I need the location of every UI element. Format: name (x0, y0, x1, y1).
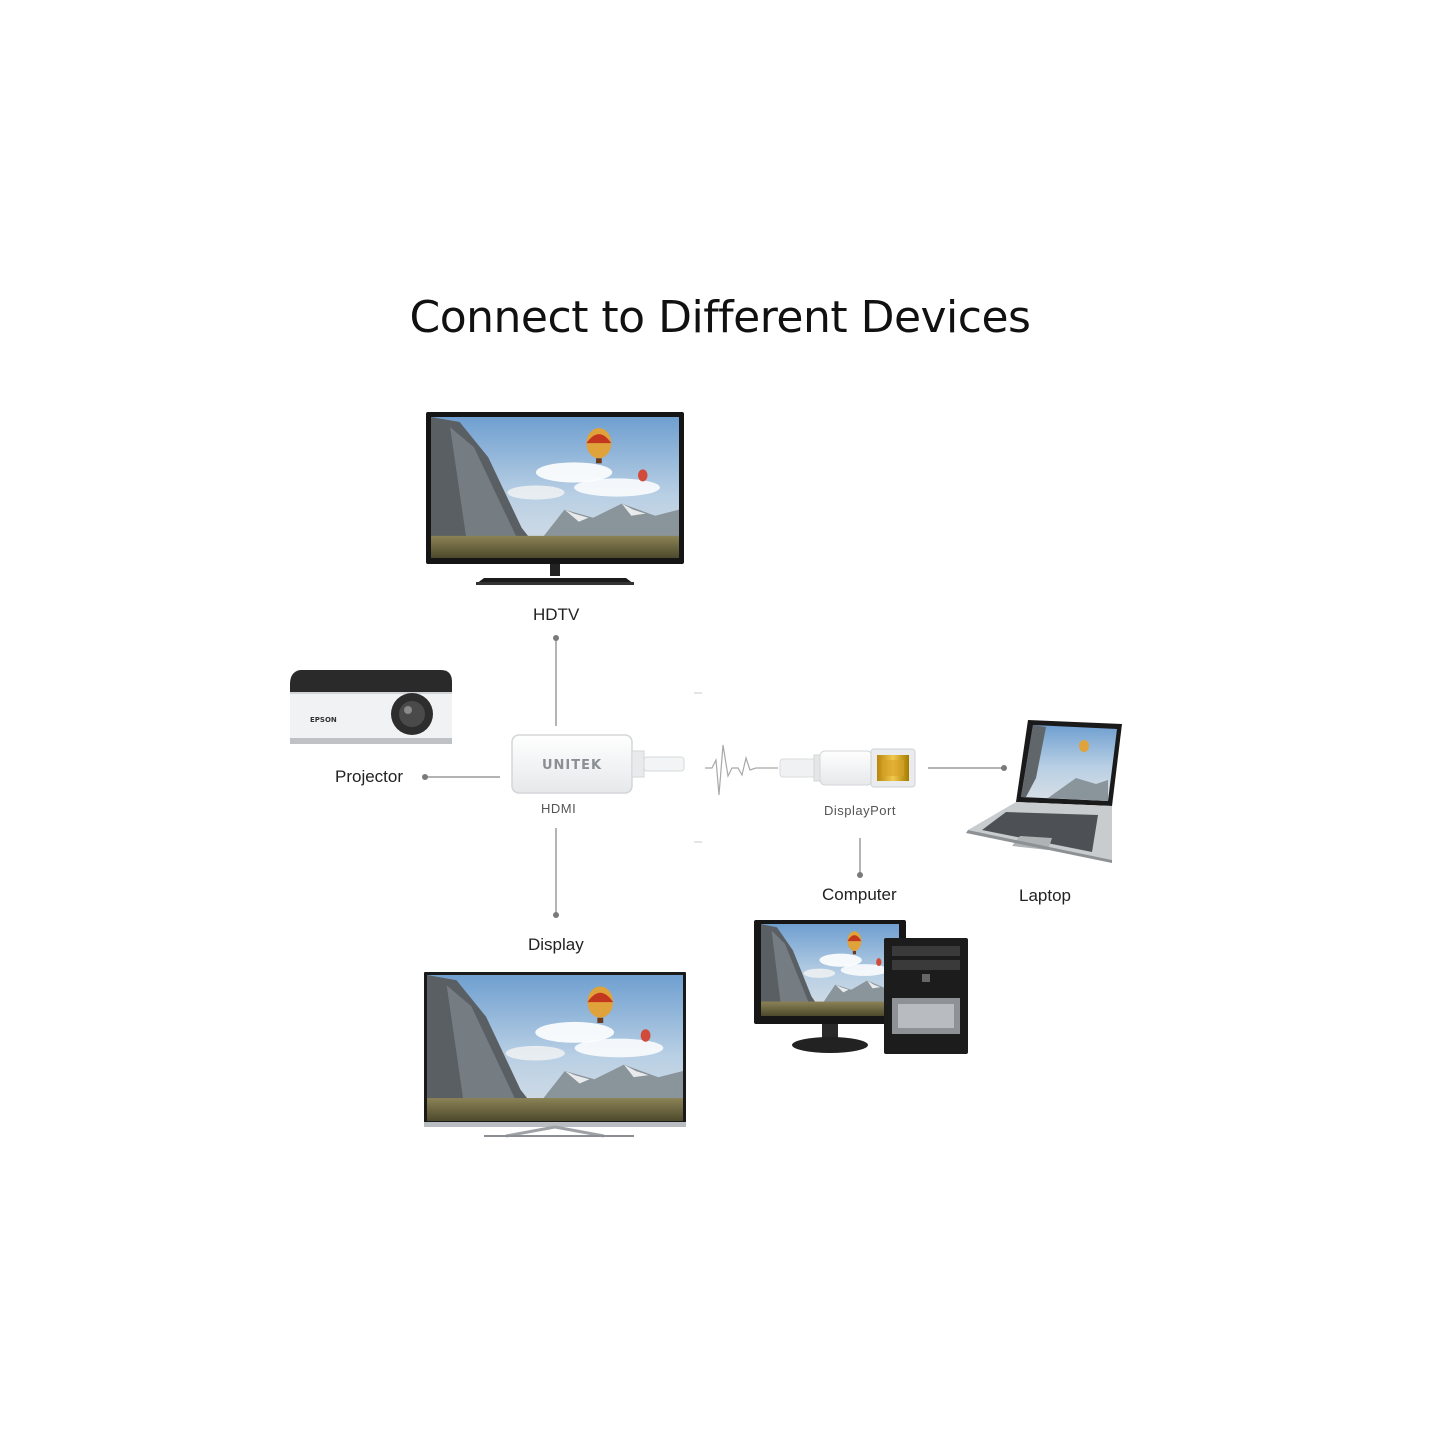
display-monitor-icon (424, 972, 686, 1138)
projector-brand-logo: EPSON (310, 716, 337, 724)
laptop-icon (966, 720, 1122, 863)
display-label: Display (528, 935, 584, 954)
hdtv-label: HDTV (533, 605, 580, 624)
projector-icon: EPSON (290, 670, 452, 744)
hdmi-adapter-icon: UNITEK (511, 734, 685, 794)
hdtv-icon (426, 412, 684, 585)
computer-label: Computer (822, 885, 897, 904)
adapter-brand-logo: UNITEK (542, 758, 602, 773)
hdmi-port-label: HDMI (541, 801, 577, 816)
displayport-port-label: DisplayPort (824, 803, 896, 818)
projector-label: Projector (335, 767, 404, 786)
displayport-connector-icon (779, 748, 916, 788)
page-title: Connect to Different Devices (409, 292, 1031, 343)
signal-wave-icon (705, 744, 778, 796)
laptop-label: Laptop (1019, 886, 1071, 905)
computer-icon (754, 920, 968, 1054)
